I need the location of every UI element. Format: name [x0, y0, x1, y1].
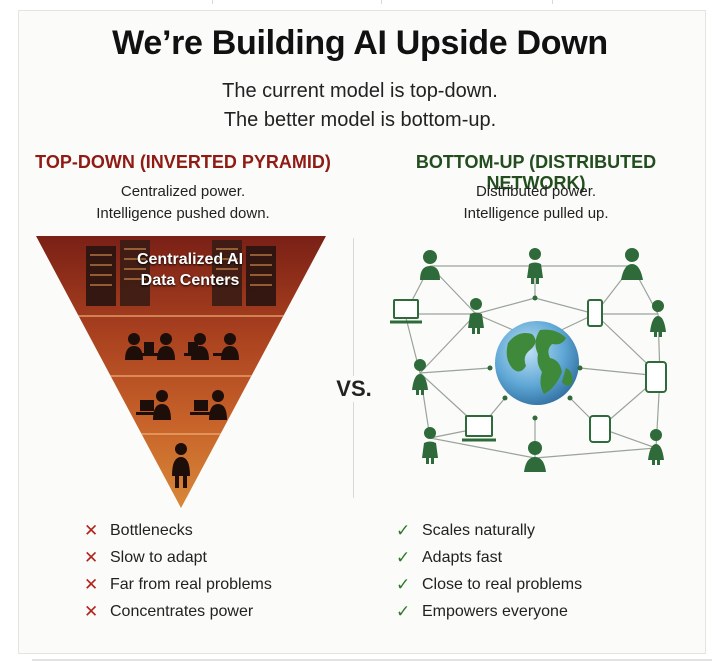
person-icon	[420, 250, 440, 280]
globe-icon	[495, 321, 579, 405]
list-item: ✕ Slow to adapt	[84, 544, 272, 571]
check-icon: ✓	[396, 520, 411, 540]
list-item-text: Far from real problems	[110, 575, 272, 593]
list-item: ✓ Empowers everyone	[396, 598, 582, 625]
tablet-icon	[589, 415, 611, 443]
managers-at-desks-icon	[125, 333, 239, 360]
top-down-desc-2: Intelligence pushed down.	[96, 205, 270, 222]
page-title: We’re Building AI Upside Down	[112, 24, 608, 62]
individual-worker-icon	[172, 443, 190, 488]
person-icon	[468, 298, 484, 334]
bottom-up-desc-2: Intelligence pulled up.	[463, 205, 609, 222]
top-down-heading: TOP-DOWN (INVERTED PYRAMID)	[35, 152, 331, 172]
bottom-up-heading: BOTTOM-UP (DISTRIBUTED NETWORK)	[415, 152, 657, 193]
subtitle-line-2: The better model is bottom-up.	[223, 109, 497, 131]
inverted-pyramid-illustration	[36, 236, 326, 508]
center-divider	[353, 238, 354, 498]
person-icon	[527, 248, 543, 284]
bottom-rule	[32, 659, 712, 661]
x-icon: ✕	[84, 547, 99, 567]
list-item: ✕ Concentrates power	[84, 598, 272, 625]
distributed-network-illustration	[390, 248, 667, 472]
list-item-text: Slow to adapt	[110, 548, 207, 566]
laptop-icon	[462, 415, 496, 442]
people-nodes	[412, 248, 666, 472]
top-rule	[0, 0, 720, 4]
person-icon	[524, 441, 546, 472]
list-item: ✕ Far from real problems	[84, 571, 272, 598]
workers-at-computers-icon	[136, 390, 227, 420]
subtitle-line-1: The current model is top-down.	[222, 80, 498, 102]
person-icon	[422, 427, 438, 464]
list-item: ✕ Bottlenecks	[84, 517, 272, 544]
list-item-text: Empowers everyone	[422, 602, 568, 620]
tablet-icon	[645, 361, 667, 393]
person-icon	[648, 429, 664, 465]
top-down-drawbacks-list: ✕ Bottlenecks ✕ Slow to adapt ✕ Far from re…	[84, 517, 272, 625]
list-item-text: Bottlenecks	[110, 521, 193, 539]
x-icon: ✕	[84, 574, 99, 594]
server-racks-icon	[86, 240, 276, 306]
check-icon: ✓	[396, 601, 411, 621]
pyramid-label-line-1: Centralized AI	[136, 251, 244, 268]
list-item-text: Scales naturally	[422, 521, 535, 539]
person-icon	[621, 248, 643, 280]
pyramid-label-line-2: Data Centers	[140, 272, 240, 289]
phone-icon	[587, 299, 603, 327]
x-icon: ✕	[84, 601, 99, 621]
list-item: ✓ Close to real problems	[396, 571, 582, 598]
person-icon	[412, 359, 428, 395]
bottom-up-benefits-list: ✓ Scales naturally ✓ Adapts fast ✓ Close to…	[396, 517, 582, 625]
check-icon: ✓	[396, 547, 411, 567]
top-down-desc-1: Centralized power.	[120, 183, 246, 200]
check-icon: ✓	[396, 574, 411, 594]
person-icon	[650, 300, 666, 337]
list-item-text: Close to real problems	[422, 575, 583, 593]
list-item-text: Concentrates power	[110, 602, 254, 620]
bottom-up-desc-1: Distributed power.	[475, 183, 597, 200]
list-item: ✓ Scales naturally	[396, 517, 582, 544]
vs-label: VS.	[330, 376, 378, 402]
x-icon: ✕	[84, 520, 99, 540]
list-item-text: Adapts fast	[422, 548, 503, 566]
laptop-icon	[390, 299, 422, 324]
list-item: ✓ Adapts fast	[396, 544, 582, 571]
